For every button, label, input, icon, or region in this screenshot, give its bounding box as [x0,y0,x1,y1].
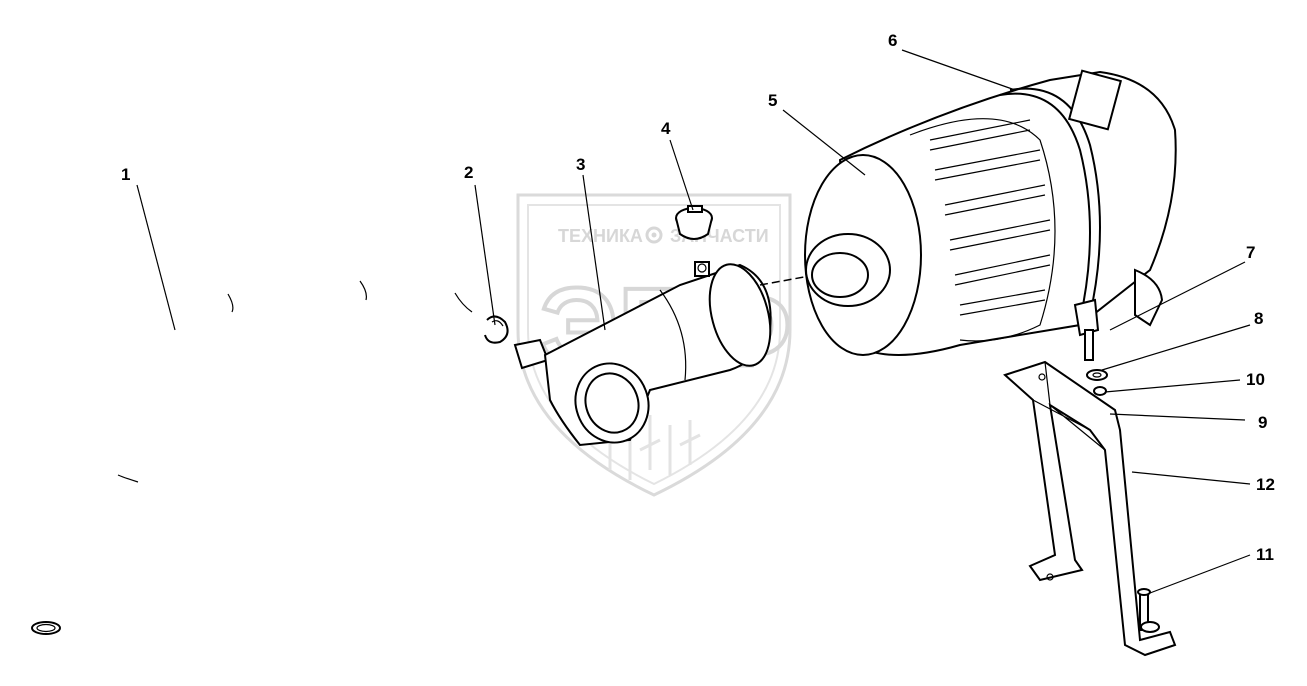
part-7-bolt [1084,329,1094,361]
callout-10: 10 [1246,370,1265,389]
callout-11: 11 [1256,545,1274,564]
part-12-bracket [1003,360,1177,657]
gear-icon [645,226,663,244]
callout-6: 6 [888,31,897,50]
part-5-air-filter [804,69,1177,356]
callout-1: 1 [121,165,130,184]
leader-lines [136,49,1251,594]
callout-12: 12 [1256,475,1275,494]
callout-3: 3 [576,155,585,174]
watermark-left-text: ТЕХНИКА [558,226,643,246]
part-10-washer [1093,386,1107,396]
part-2-clamp [484,315,509,344]
callout-8: 8 [1254,309,1263,328]
callout-4: 4 [661,119,671,138]
part-8-washer [1086,369,1108,381]
assembly-line [759,274,816,286]
callout-numbers: 1 2 3 4 5 6 7 8 9 10 11 12 [121,31,1275,564]
callout-9: 9 [1258,413,1267,432]
part-11-bolt [1137,588,1160,633]
part-3-elbow [513,261,772,447]
filter-ribs [929,119,1051,316]
callout-7: 7 [1246,243,1255,262]
part-4-cap [675,205,713,240]
callout-2: 2 [464,163,473,182]
callout-5: 5 [768,91,777,110]
part-1-hose [31,271,495,635]
